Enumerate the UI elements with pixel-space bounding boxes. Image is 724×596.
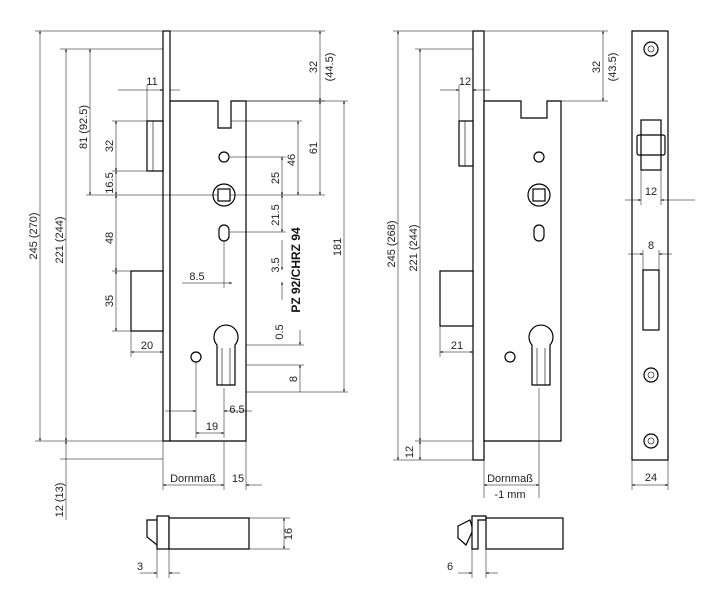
dim-6-5: 6.5 — [229, 404, 244, 416]
left-latch-top-view — [140, 515, 290, 578]
dornmass-label: Dornmaß — [170, 473, 216, 485]
middle-case — [483, 100, 562, 442]
middle-faceplate — [472, 30, 485, 461]
model-label: PZ 92/CHRZ 94 — [289, 227, 303, 313]
right-faceplate — [631, 30, 669, 461]
middle-cylinder-hole — [528, 324, 554, 386]
mid-dim-221-244: 221 (244) — [408, 224, 420, 271]
middle-dimensions — [393, 30, 608, 498]
dim-11: 11 — [146, 76, 157, 88]
dim-15: 15 — [232, 473, 244, 485]
mid-dim-245-268: 245 (268) — [386, 220, 398, 267]
mid-dim-6: 6 — [447, 561, 453, 573]
left-cylinder-hole — [213, 324, 239, 386]
right-screw-top — [643, 41, 659, 57]
left-faceplate — [162, 30, 171, 442]
middle-lock-body — [439, 30, 562, 461]
dim-44-5: (44.5) — [324, 53, 336, 82]
right-labels: 12 8 24 — [645, 186, 657, 484]
mid-minus-1mm: -1 mm — [494, 489, 525, 501]
dim-32-top: 32 — [308, 61, 320, 73]
middle-follower — [527, 183, 551, 207]
dim-61: 61 — [308, 142, 320, 154]
dim-0-5: 0.5 — [274, 324, 286, 339]
dim-245-270: 245 (270) — [28, 212, 40, 259]
mid-dim-12-top: 12 — [459, 76, 471, 88]
left-labels: 245 (270) 221 (244) 81 (92.5) 32 16.5 48… — [28, 53, 344, 573]
middle-latch — [458, 120, 474, 167]
dim-12-13: 12 (13) — [54, 483, 66, 518]
dim-20: 20 — [141, 340, 153, 352]
middle-labels: 245 (268) 221 (244) 12 32 (43.5) 21 12 D… — [386, 53, 619, 573]
left-latch — [146, 120, 164, 172]
right-bolt-opening — [642, 269, 660, 331]
right-faceplate-view — [631, 30, 669, 461]
dim-35: 35 — [104, 295, 116, 307]
dim-21-5: 21.5 — [270, 204, 282, 225]
dim-48: 48 — [104, 232, 116, 244]
dim-16-5: 16.5 — [104, 172, 116, 193]
left-deadbolt — [130, 270, 164, 332]
middle-deadbolt — [439, 270, 474, 327]
right-dimensions — [625, 170, 695, 490]
dim-8: 8 — [288, 376, 300, 382]
mid-dornmass-label: Dornmaß — [487, 473, 533, 485]
dim-25: 25 — [270, 172, 282, 184]
dim-81-92-5: 81 (92.5) — [78, 105, 90, 149]
left-lock-body — [130, 30, 247, 442]
dim-16: 16 — [283, 528, 295, 540]
dim-3: 3 — [137, 561, 143, 573]
right-screw-mid — [643, 367, 659, 383]
right-screw-bottom — [643, 433, 659, 449]
right-dim-24: 24 — [645, 472, 657, 484]
dim-3-5: 3.5 — [270, 257, 282, 272]
left-dimensions — [35, 30, 348, 520]
middle-latch-top-view — [457, 515, 564, 578]
mid-dim-32: 32 — [591, 61, 603, 73]
dim-32-latch: 32 — [104, 140, 116, 152]
left-case — [169, 100, 247, 442]
right-dim-12: 12 — [645, 186, 657, 198]
left-screw-hole-1 — [218, 151, 230, 163]
dim-181: 181 — [332, 238, 344, 256]
mid-dim-21: 21 — [451, 340, 463, 352]
dim-8-5: 8.5 — [189, 271, 204, 283]
mid-dim-12-bottom: 12 — [404, 446, 416, 458]
right-latch-opening — [640, 119, 662, 171]
dim-46: 46 — [286, 154, 298, 166]
dim-19: 19 — [206, 421, 218, 433]
right-dim-8: 8 — [648, 240, 654, 252]
mid-dim-43-5: (43.5) — [607, 53, 619, 82]
dim-221-244: 221 (244) — [54, 216, 66, 263]
